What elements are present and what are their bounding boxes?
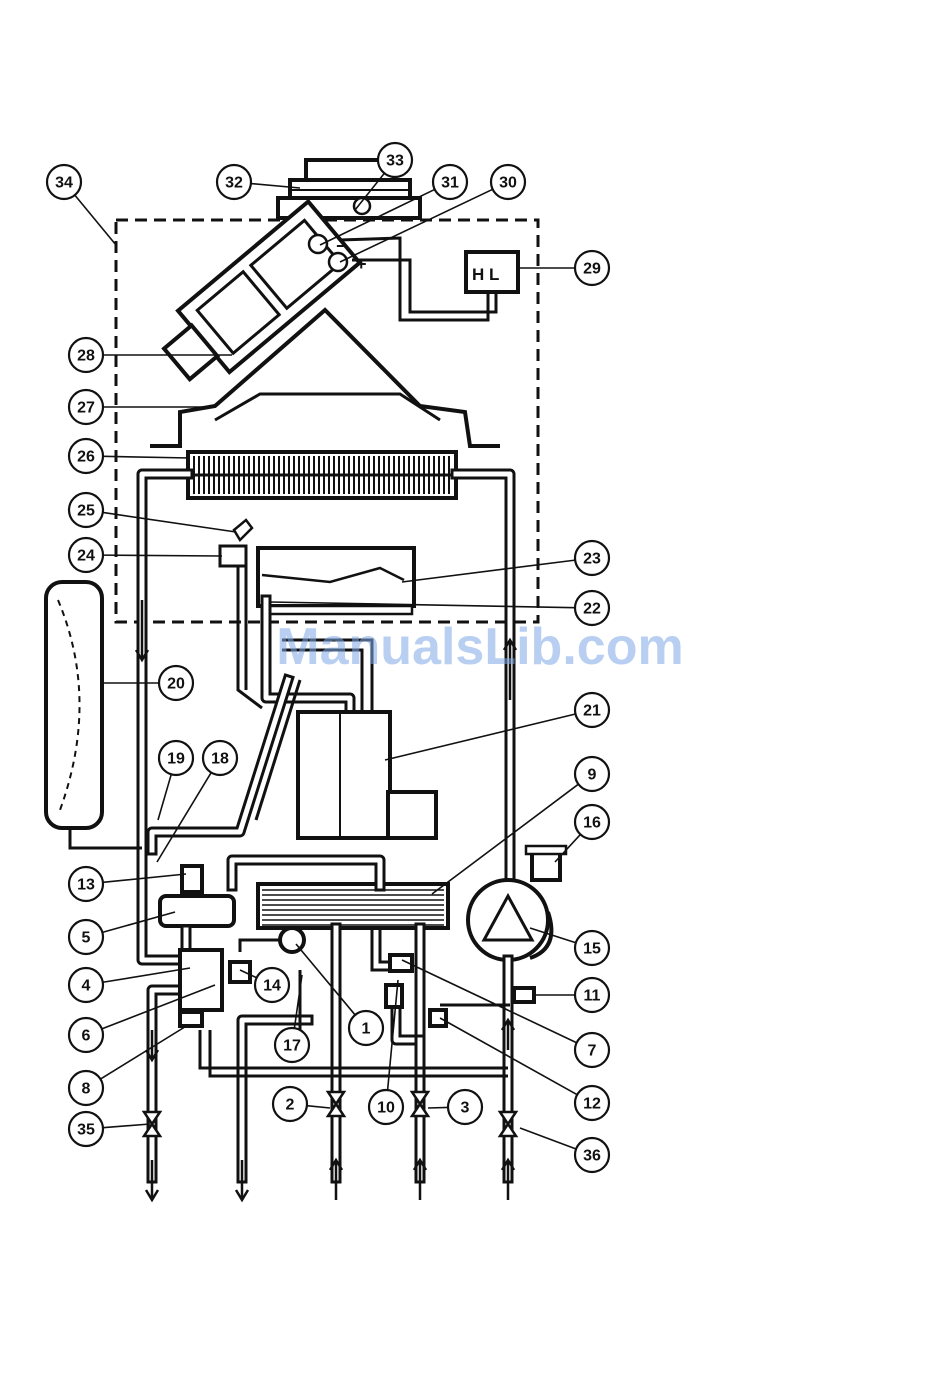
callout-number-26: 26	[77, 449, 95, 466]
return-manifold	[180, 950, 222, 1010]
callout-number-15: 15	[583, 941, 601, 958]
control-box-label: H L	[472, 265, 499, 284]
pressure-switch-tapping-minus	[309, 235, 327, 253]
leader-line-24	[103, 555, 222, 556]
leader-line-4	[103, 968, 190, 982]
water-governor	[386, 985, 402, 1007]
callout-number-14: 14	[263, 978, 281, 995]
leader-line-8	[100, 1025, 188, 1079]
callout-number-9: 9	[588, 767, 597, 784]
circulating-pump	[468, 880, 551, 960]
callout-2: 2	[273, 1087, 330, 1121]
system-drain-cock	[514, 988, 534, 1002]
callout-number-34: 34	[55, 175, 73, 192]
automatic-air-vent	[526, 846, 566, 880]
leader-line-34	[75, 195, 116, 245]
diverter-valve	[160, 896, 234, 926]
callout-35: 35	[69, 1112, 150, 1146]
callout-29: 29	[520, 251, 609, 285]
callout-19: 19	[158, 741, 193, 820]
pressure-relief-valve	[230, 962, 250, 982]
callout-number-28: 28	[77, 348, 95, 365]
callout-number-27: 27	[77, 400, 95, 417]
callout-number-12: 12	[583, 1096, 601, 1113]
callout-number-23: 23	[583, 551, 601, 568]
callout-number-10: 10	[377, 1100, 395, 1117]
leader-line-3	[428, 1107, 448, 1108]
callout-number-31: 31	[441, 175, 459, 192]
callout-14: 14	[240, 968, 289, 1002]
callout-number-19: 19	[167, 751, 185, 768]
leader-line-1	[296, 944, 355, 1015]
callout-number-25: 25	[77, 503, 95, 520]
callout-3: 3	[428, 1090, 482, 1124]
dhw-filter	[430, 1010, 446, 1026]
callout-32: 32	[217, 165, 300, 199]
leader-line-35	[103, 1124, 150, 1128]
callout-number-33: 33	[386, 153, 404, 170]
callout-number-20: 20	[167, 676, 185, 693]
leader-line-23	[402, 560, 575, 582]
callout-number-30: 30	[499, 175, 517, 192]
callout-number-22: 22	[583, 601, 601, 618]
callout-11: 11	[532, 978, 609, 1012]
leader-line-18	[157, 773, 211, 862]
callout-number-6: 6	[82, 1028, 91, 1045]
callout-number-32: 32	[225, 175, 243, 192]
callout-number-16: 16	[583, 815, 601, 832]
callout-36: 36	[520, 1128, 609, 1172]
callout-number-36: 36	[583, 1148, 601, 1165]
callout-number-2: 2	[286, 1097, 295, 1114]
callout-number-8: 8	[82, 1081, 91, 1098]
callout-number-3: 3	[461, 1100, 470, 1117]
main-heat-exchanger	[188, 452, 456, 498]
callout-number-5: 5	[82, 930, 91, 947]
callout-number-29: 29	[583, 261, 601, 278]
callout-16: 16	[555, 805, 609, 862]
svg-text:+: +	[356, 254, 367, 274]
leader-line-19	[158, 774, 171, 820]
callout-number-17: 17	[283, 1038, 301, 1055]
callout-number-1: 1	[362, 1021, 371, 1038]
leader-line-25	[103, 512, 236, 532]
watermark: ManualsLib.com	[276, 618, 683, 676]
leader-line-2	[307, 1106, 330, 1108]
gas-valve	[298, 712, 436, 838]
callout-number-11: 11	[584, 988, 601, 1005]
drain-point	[180, 1012, 202, 1026]
leader-line-36	[520, 1128, 576, 1149]
callout-number-7: 7	[588, 1043, 597, 1060]
callout-21: 21	[385, 693, 609, 760]
leader-line-7	[402, 960, 577, 1043]
expansion-vessel	[46, 582, 142, 848]
callout-number-24: 24	[77, 548, 95, 565]
callout-number-4: 4	[82, 978, 91, 995]
callout-34: 34	[47, 165, 116, 245]
callout-number-18: 18	[211, 751, 229, 768]
callout-number-35: 35	[77, 1122, 95, 1139]
leader-line-21	[385, 714, 575, 760]
plate-heat-exchanger	[258, 884, 448, 928]
callout-number-13: 13	[77, 877, 95, 894]
callout-number-21: 21	[583, 703, 601, 720]
bypass-valve	[182, 866, 202, 892]
ignition-electrode	[220, 520, 252, 566]
